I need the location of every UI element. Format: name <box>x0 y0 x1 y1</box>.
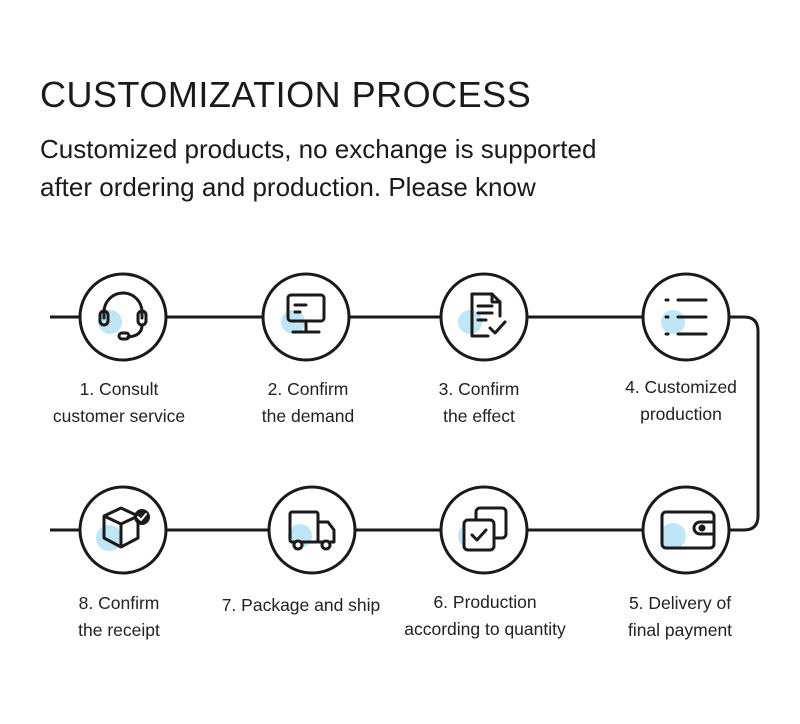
stacked-check-icon <box>458 506 508 552</box>
wallet-icon <box>660 510 716 550</box>
step-6-node <box>439 485 529 575</box>
page-title: CUSTOMIZATION PROCESS <box>40 74 532 115</box>
flow-connectors <box>50 315 760 532</box>
step-1-label-line-2: customer service <box>52 406 186 426</box>
step-1-node <box>78 272 168 362</box>
step-5-circle <box>641 485 731 575</box>
step-3-label-line-1: 3. Confirm <box>438 379 520 399</box>
subtitle-line-2: after ordering and production. Please kn… <box>40 172 536 202</box>
box-check-icon <box>96 506 150 551</box>
list-icon <box>661 298 708 336</box>
step-6-label-line-2: according to quantity <box>404 619 566 639</box>
step-1-label-line-1: 1. Consult <box>79 379 159 399</box>
step-3-label: 3. Confirm the effect <box>369 376 589 430</box>
step-3-node <box>439 272 529 362</box>
step-8-node <box>78 485 168 575</box>
step-3-circle <box>439 272 529 362</box>
step-2-label-line-2: the demand <box>261 406 355 426</box>
step-2-circle <box>261 272 351 362</box>
step-4-label-line-2: production <box>640 404 722 424</box>
step-7-circle <box>267 485 357 575</box>
step-8-label-line-1: 8. Confirm <box>78 593 160 613</box>
step-3-label-line-2: the effect <box>443 406 515 426</box>
step-8-label-line-2: the receipt <box>78 620 160 640</box>
headset-icon <box>98 291 148 341</box>
step-4-label-line-1: 4. Customized <box>625 377 737 397</box>
step-6-label-line-1: 6. Production <box>433 592 537 612</box>
subtitle-line-1: Customized products, no exchange is supp… <box>40 134 597 164</box>
step-5-label-line-2: final payment <box>627 620 733 640</box>
step-4-node <box>641 272 731 362</box>
step-2-label-line-1: 2. Confirm <box>267 379 349 399</box>
monitor-icon <box>281 293 326 334</box>
step-5-node <box>641 485 731 575</box>
step-5-label-line-1: 5. Delivery of <box>628 593 732 613</box>
step-1-label: 1. Consult customer service <box>9 376 229 430</box>
step-1-circle <box>78 272 168 362</box>
step-8-circle <box>78 485 168 575</box>
document-check-icon <box>458 292 507 338</box>
step-7-node <box>267 485 357 575</box>
step-7-label-line-1: 7. Package and ship <box>221 595 381 615</box>
page-subtitle: Customized products, no exchange is supp… <box>40 130 760 206</box>
truck-icon <box>288 510 336 551</box>
step-5-label: 5. Delivery of final payment <box>570 590 790 644</box>
step-7-label: 7. Package and ship <box>191 592 411 619</box>
step-6-label: 6. Production according to quantity <box>375 589 595 643</box>
step-4-label: 4. Customized production <box>571 374 791 428</box>
connector-4-5-turn <box>730 315 760 532</box>
step-2-label: 2. Confirm the demand <box>198 376 418 430</box>
step-8-label: 8. Confirm the receipt <box>9 590 229 644</box>
step-2-node <box>261 272 351 362</box>
